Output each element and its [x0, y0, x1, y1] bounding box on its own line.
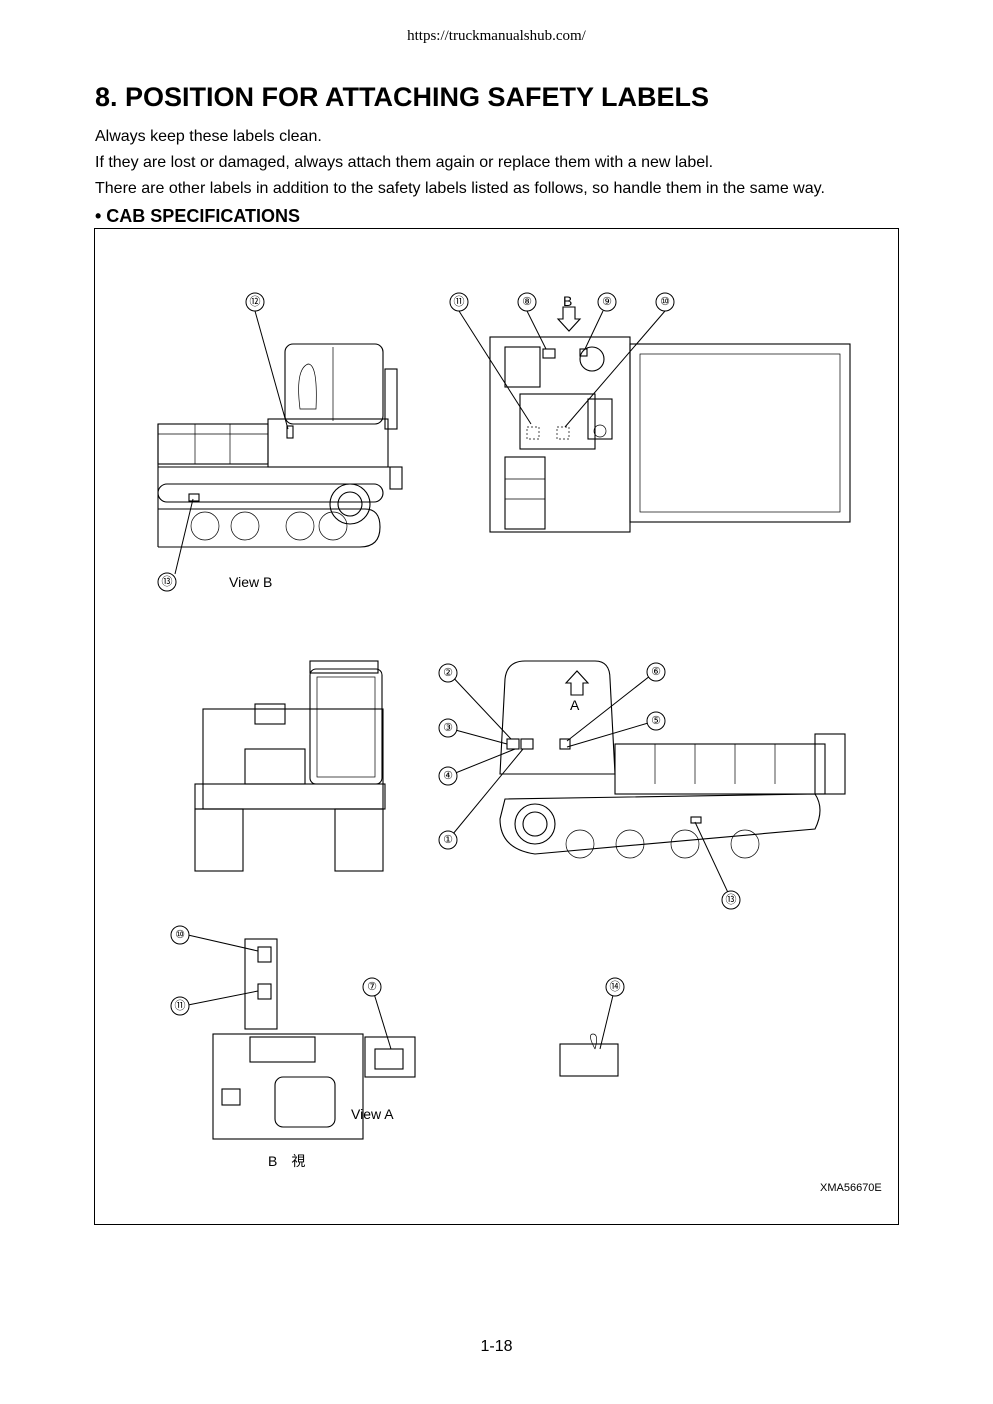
side-view-drawing — [157, 343, 403, 548]
svg-text:②: ② — [443, 667, 453, 679]
svg-text:⑨: ⑨ — [602, 296, 612, 308]
safety-label-figure: ⑫ ⑬ ⑪ ⑧ ⑨ ⑩ ② ⑥ ③ ⑤ ④ ① ⑬ ⑩ ⑪ ⑦ ⑭ View B… — [94, 228, 899, 1225]
svg-text:⑧: ⑧ — [522, 296, 532, 308]
callout-10-bottom: ⑩ — [170, 925, 190, 945]
rear-view-drawing — [194, 660, 386, 872]
source-url[interactable]: https://truckmanualshub.com/ — [407, 28, 586, 44]
callout-4: ④ — [438, 766, 458, 786]
view-a-label: View A — [351, 1106, 394, 1122]
callout-11-bottom: ⑪ — [170, 996, 190, 1016]
svg-text:⑬: ⑬ — [726, 893, 737, 906]
svg-text:⑪: ⑪ — [454, 295, 465, 308]
drawing-code: XMA56670E — [820, 1182, 882, 1194]
svg-text:①: ① — [443, 834, 453, 846]
view-b-label: View B — [229, 574, 272, 590]
callout-8: ⑧ — [517, 292, 537, 312]
paragraph-3: There are other labels in addition to th… — [95, 180, 825, 197]
svg-text:⑤: ⑤ — [651, 715, 661, 727]
side-view-a-drawing — [499, 660, 846, 859]
svg-text:⑩: ⑩ — [660, 296, 670, 308]
svg-text:⑩: ⑩ — [175, 929, 185, 941]
callout-9: ⑨ — [597, 292, 617, 312]
svg-text:⑫: ⑫ — [250, 295, 261, 308]
section-heading: • CAB SPECIFICATIONS — [95, 206, 300, 226]
svg-text:⑪: ⑪ — [175, 999, 186, 1012]
callout-13-top: ⑬ — [157, 572, 177, 592]
callout-2: ② — [438, 663, 458, 683]
page-number: 1-18 — [480, 1338, 513, 1355]
arrow-b-label: B — [563, 293, 572, 309]
arrow-a-label: A — [570, 697, 580, 713]
label-14-drawing — [559, 1033, 619, 1077]
svg-text:④: ④ — [443, 770, 453, 782]
b-view-drawing — [212, 938, 416, 1140]
leader-lines — [174, 310, 732, 1050]
figure-drawing: ⑫ ⑬ ⑪ ⑧ ⑨ ⑩ ② ⑥ ③ ⑤ ④ ① ⑬ ⑩ ⑪ ⑦ ⑭ View B… — [157, 292, 882, 1194]
callout-11-top: ⑪ — [449, 292, 469, 312]
svg-text:⑥: ⑥ — [651, 666, 661, 678]
callout-6: ⑥ — [646, 662, 666, 682]
b-view-jp-label: B 視 — [268, 1153, 305, 1169]
svg-text:⑦: ⑦ — [367, 981, 377, 993]
svg-text:⑭: ⑭ — [610, 980, 621, 993]
callout-5: ⑤ — [646, 711, 666, 731]
page-title: 8. POSITION FOR ATTACHING SAFETY LABELS — [95, 82, 710, 112]
callout-7: ⑦ — [362, 977, 382, 997]
svg-text:③: ③ — [443, 722, 453, 734]
callout-1: ① — [438, 830, 458, 850]
callout-3: ③ — [438, 718, 458, 738]
callout-10-top: ⑩ — [655, 292, 675, 312]
svg-text:⑬: ⑬ — [162, 575, 173, 588]
paragraph-1: Always keep these labels clean. — [95, 128, 322, 145]
callout-14: ⑭ — [605, 977, 625, 997]
callout-12: ⑫ — [245, 292, 265, 312]
callout-13-mid: ⑬ — [721, 890, 741, 910]
paragraph-2: If they are lost or damaged, always atta… — [95, 154, 714, 171]
top-view-drawing — [489, 306, 851, 533]
